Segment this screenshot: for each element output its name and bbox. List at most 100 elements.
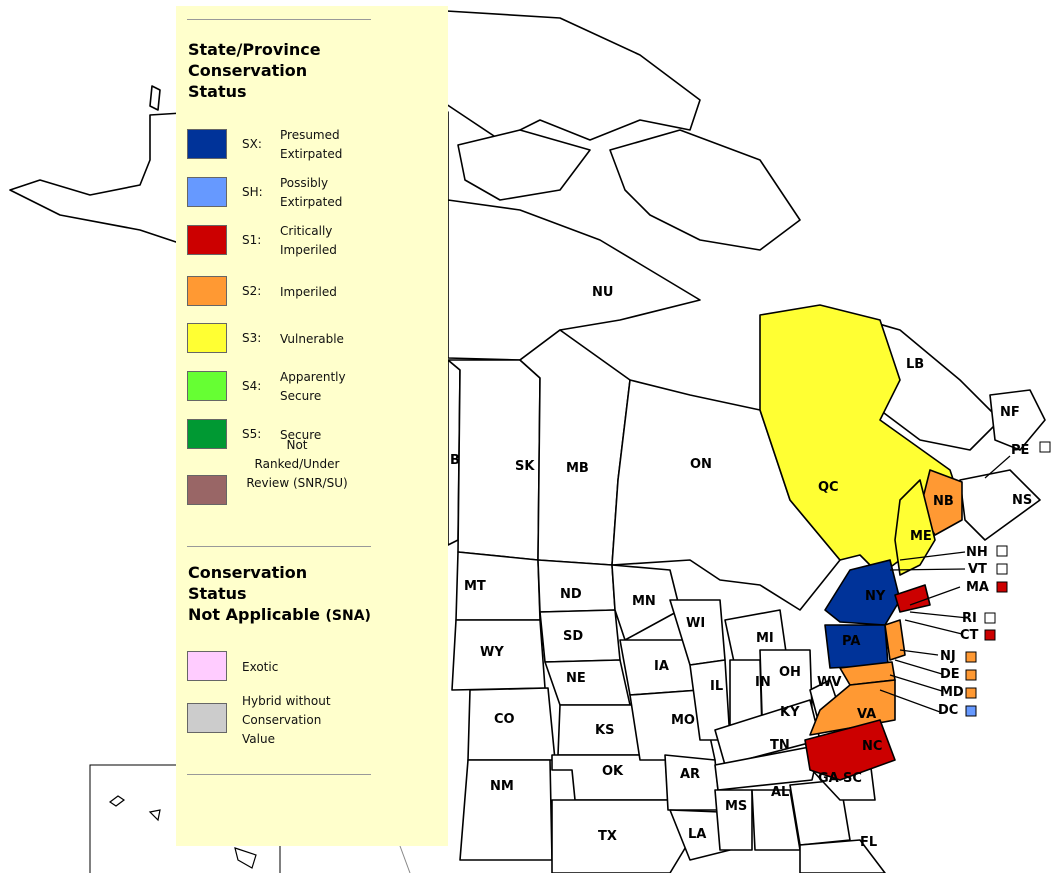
pacific-coast-line <box>399 845 411 873</box>
desc-s4: Apparently Secure <box>280 370 346 403</box>
label-nh: NH <box>966 545 988 560</box>
label-ms: MS <box>725 799 747 814</box>
hawaii-islands <box>108 795 257 869</box>
region-newfoundland <box>989 389 1046 451</box>
label-tn: TN <box>770 738 790 753</box>
swatch-exotic <box>187 651 227 681</box>
label-ar: AR <box>680 767 700 782</box>
label-ct: CT <box>960 628 979 643</box>
label-ga: GA <box>818 771 839 786</box>
label-nm: NM <box>490 779 514 794</box>
legend-item-s4: S4: Apparently Secure <box>187 368 427 410</box>
label-nj: NJ <box>940 649 956 664</box>
legend-divider-bottom <box>187 774 371 775</box>
code-sx: SX: <box>242 137 262 151</box>
code-s5: S5: <box>242 427 262 441</box>
label-mi: MI <box>756 631 774 646</box>
region-ms <box>714 789 753 851</box>
label-ny: NY <box>865 589 886 604</box>
label-nd: ND <box>560 587 582 602</box>
region-nunavut <box>447 199 701 361</box>
swatch-sx <box>187 129 227 159</box>
region-on <box>611 379 841 611</box>
label-fl: FL <box>860 835 877 850</box>
label-me: ME <box>910 529 932 544</box>
desc-s1: Critically Imperiled <box>280 224 337 257</box>
square-de <box>965 669 977 681</box>
swatch-snr <box>187 475 227 505</box>
label-ks: KS <box>595 723 614 738</box>
desc-exotic: Exotic <box>242 660 279 674</box>
desc-snr: Not Ranked/Under Review (SNR/SU) <box>246 438 348 490</box>
swatch-sh <box>187 177 227 207</box>
label-de: DE <box>940 667 960 682</box>
square-ma <box>996 581 1008 593</box>
label-nu: NU <box>592 285 613 300</box>
region-alaska-islands <box>149 85 161 111</box>
square-ct <box>984 629 996 641</box>
label-mo: MO <box>671 713 695 728</box>
desc-s5: Secure <box>280 428 322 442</box>
label-b: B <box>450 453 460 468</box>
label-ia: IA <box>654 659 669 674</box>
swatch-hybrid <box>187 703 227 733</box>
desc-sh: Possibly Extirpated <box>280 176 343 209</box>
legend-panel: State/Province Conservation Status SX: P… <box>176 6 448 846</box>
square-vt <box>996 563 1008 575</box>
sna-title: Conservation Status Not Applicable (SNA) <box>188 563 371 624</box>
square-nh <box>996 545 1008 557</box>
swatch-s3 <box>187 323 227 353</box>
swatch-s4 <box>187 371 227 401</box>
label-pa: PA <box>842 634 860 649</box>
label-sk: SK <box>515 459 535 474</box>
square-md <box>965 687 977 699</box>
region-ar <box>664 754 721 811</box>
label-vt: VT <box>968 562 987 577</box>
label-mb: MB <box>566 461 589 476</box>
label-wy: WY <box>480 645 504 660</box>
region-baffin-island <box>609 129 801 251</box>
label-oh: OH <box>779 665 801 680</box>
region-arctic-islands-2 <box>457 129 591 201</box>
region-fl <box>799 839 886 873</box>
label-nc: NC <box>862 739 882 754</box>
code-sh: SH: <box>242 185 263 199</box>
label-co: CO <box>494 712 515 727</box>
label-tx: TX <box>598 829 617 844</box>
legend-item-s1: S1: Critically Imperiled <box>187 222 427 264</box>
region-nd <box>537 559 616 613</box>
region-tn <box>714 744 821 791</box>
region-me <box>894 479 936 576</box>
region-nova-scotia <box>959 469 1041 541</box>
label-mt: MT <box>464 579 486 594</box>
region-nj <box>884 619 906 661</box>
label-ns: NS <box>1012 493 1032 508</box>
code-s3: S3: <box>242 331 262 345</box>
region-ma <box>894 584 931 613</box>
label-pe: PE <box>1011 443 1029 458</box>
region-ny <box>824 559 901 626</box>
legend-divider-mid <box>187 546 371 547</box>
swatch-s5 <box>187 419 227 449</box>
region-ne <box>544 659 631 706</box>
label-qc: QC <box>818 480 839 495</box>
label-ok: OK <box>602 764 624 779</box>
label-ma: MA <box>966 580 989 595</box>
label-in: IN <box>755 675 771 690</box>
label-mn: MN <box>632 594 656 609</box>
legend-item-exotic: Exotic <box>187 648 427 690</box>
swatch-s2 <box>187 276 227 306</box>
label-ne: NE <box>566 671 586 686</box>
square-nj <box>965 651 977 663</box>
legend-title: State/Province Conservation Status <box>188 40 321 101</box>
label-sd: SD <box>563 629 583 644</box>
code-s1: S1: <box>242 233 262 247</box>
label-nb: NB <box>933 494 954 509</box>
region-nm <box>459 759 553 861</box>
legend-item-s3: S3: Vulnerable <box>187 320 427 362</box>
label-wi: WI <box>686 616 705 631</box>
region-mn <box>611 564 681 641</box>
region-tx <box>551 799 691 873</box>
label-md: MD <box>940 685 964 700</box>
